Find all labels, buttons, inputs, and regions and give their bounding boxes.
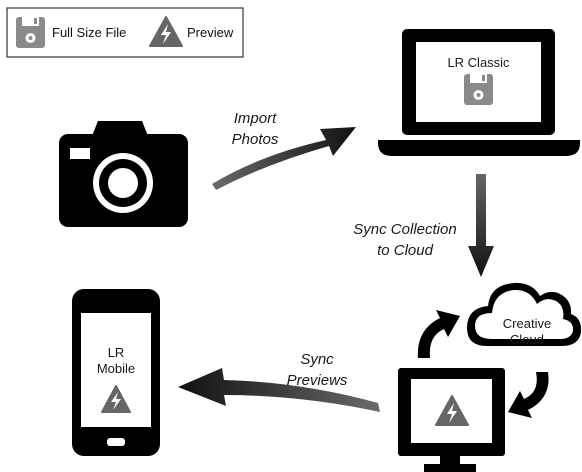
legend — [6, 7, 244, 58]
import-arrow — [212, 127, 356, 190]
phone-label-line1: LR — [107, 345, 125, 360]
floppy-disk-icon — [464, 74, 493, 105]
cloud-label: Creative Cloud — [487, 316, 567, 348]
laptop-icon — [378, 29, 580, 156]
floppy-disk-icon — [16, 17, 45, 48]
sync-previews-arrow — [178, 368, 380, 412]
smartphone-icon — [72, 289, 160, 456]
lightning-triangle-icon — [149, 16, 183, 47]
sync-collection-arrow — [468, 174, 494, 277]
lightning-triangle-icon — [101, 385, 131, 413]
import-label-line2: Photos — [231, 131, 279, 148]
import-photos-label: Import Photos — [220, 108, 290, 150]
sync-previews-line2: Previews — [286, 372, 348, 389]
phone-label-line2: Mobile — [96, 361, 136, 376]
legend-preview-label: Preview — [187, 25, 234, 40]
lightning-triangle-icon — [435, 395, 469, 426]
cloud-icon — [467, 282, 582, 346]
laptop-label: LR Classic — [447, 55, 510, 70]
import-label-line1: Import — [233, 110, 277, 127]
cloud-label-line1: Creative — [502, 316, 552, 331]
cloud-label-line2: Cloud — [510, 332, 544, 347]
circular-sync-arrows-icon — [417, 310, 549, 418]
sync-collection-label: Sync Collection to Cloud — [340, 219, 470, 261]
monitor-icon — [398, 368, 505, 472]
sync-previews-label: Sync Previews — [277, 349, 357, 391]
camera-icon — [59, 121, 188, 227]
sync-collection-line1: Sync Collection — [353, 221, 457, 238]
phone-label: LR Mobile — [81, 345, 151, 377]
sync-collection-line2: to Cloud — [377, 242, 433, 259]
legend-full-size-label: Full Size File — [52, 25, 127, 40]
sync-previews-line1: Sync — [300, 351, 334, 368]
